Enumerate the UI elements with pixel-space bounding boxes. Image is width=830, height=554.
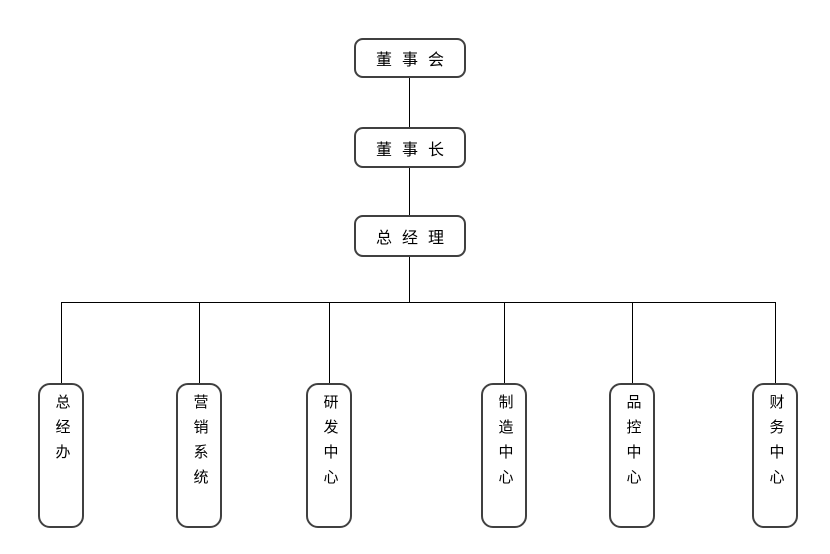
node-general-manager: 总经理 — [354, 215, 466, 257]
connector-drop-dept-5 — [775, 302, 776, 383]
node-label: 总经办 — [53, 394, 70, 469]
node-dept-finance-center: 财务中心 — [752, 383, 798, 528]
connector-chairman-gm — [409, 168, 410, 215]
node-label: 总经理 — [375, 230, 454, 247]
node-chairman: 董事长 — [354, 127, 466, 168]
node-dept-quality-control-center: 品控中心 — [609, 383, 655, 528]
node-label: 品控中心 — [624, 394, 641, 494]
connector-board-chairman — [409, 78, 410, 127]
node-label: 制造中心 — [496, 394, 513, 494]
node-label: 营销系统 — [191, 394, 208, 494]
node-dept-marketing-system: 营销系统 — [176, 383, 222, 528]
node-label: 董事会 — [375, 52, 454, 69]
node-dept-general-office: 总经办 — [38, 383, 84, 528]
node-dept-manufacturing-center: 制造中心 — [481, 383, 527, 528]
node-dept-rd-center: 研发中心 — [306, 383, 352, 528]
node-board-of-directors: 董事会 — [354, 38, 466, 78]
node-label: 董事长 — [375, 141, 454, 159]
node-label: 研发中心 — [321, 394, 338, 494]
connector-gm-bus — [409, 257, 410, 302]
connector-drop-dept-2 — [329, 302, 330, 383]
connector-drop-dept-1 — [199, 302, 200, 383]
connector-drop-dept-0 — [61, 302, 62, 383]
connector-drop-dept-3 — [504, 302, 505, 383]
connector-horizontal-bus — [61, 302, 775, 303]
node-label: 财务中心 — [767, 394, 784, 494]
connector-drop-dept-4 — [632, 302, 633, 383]
